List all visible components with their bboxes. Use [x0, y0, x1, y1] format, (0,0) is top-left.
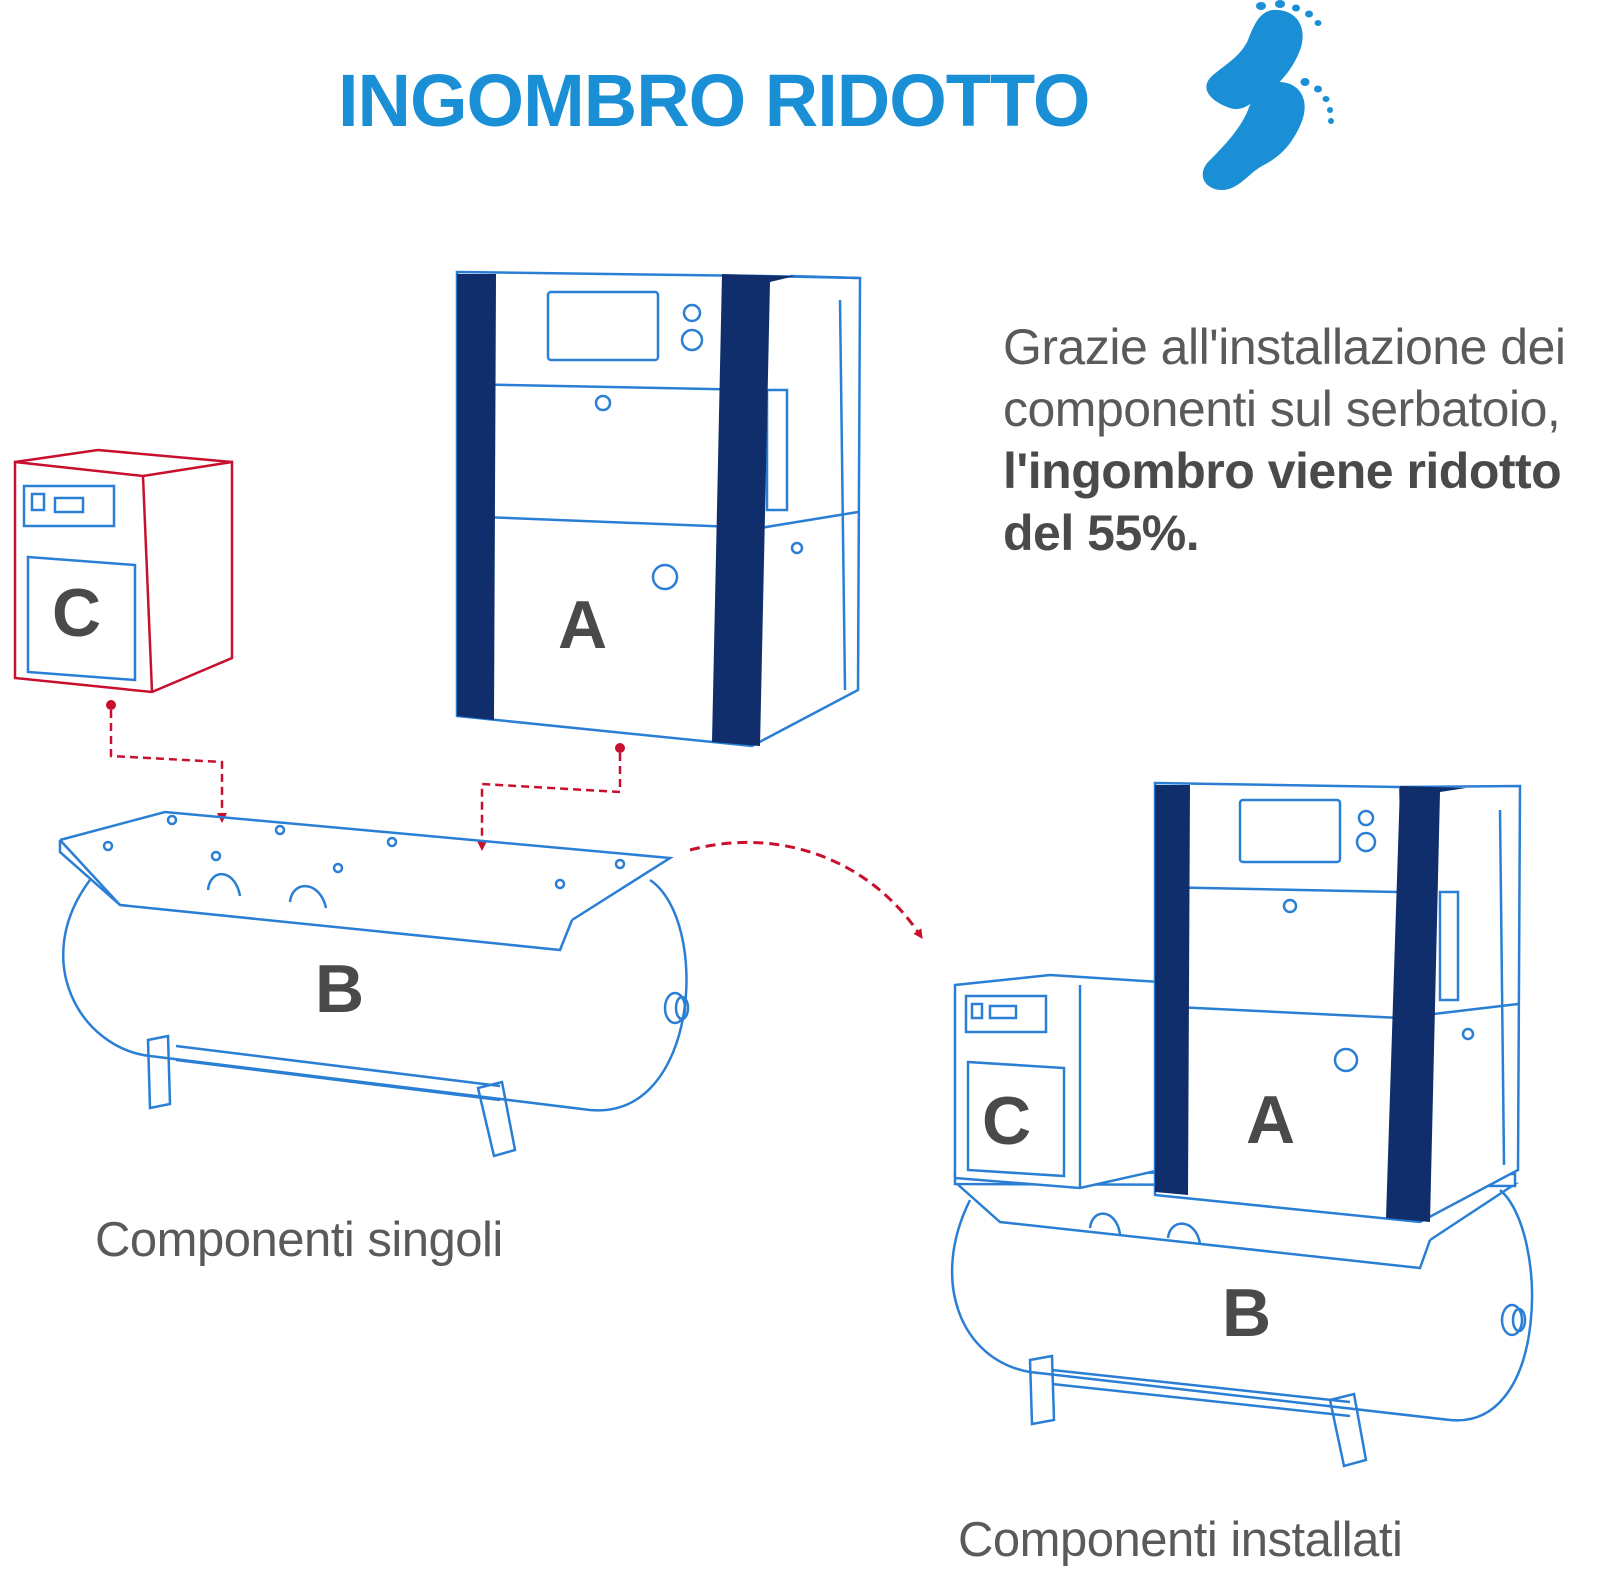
caption-installed-components: Componenti installati: [958, 1513, 1403, 1567]
component-a-installed-panels: [1155, 785, 1466, 1222]
component-a-installed: [1153, 781, 1522, 1224]
label-a-installed: A: [1246, 1082, 1295, 1158]
label-b-installed: B: [1222, 1275, 1271, 1351]
description-bold: l'ingombro viene ridotto del 55%.: [1003, 443, 1562, 561]
description-text: Grazie all'installazione dei componenti …: [1003, 316, 1600, 564]
label-a-single: A: [558, 587, 607, 663]
connector-a: [477, 743, 625, 851]
label-c-installed: C: [982, 1083, 1031, 1159]
transition-arrow: [689, 840, 923, 939]
label-b-single: B: [315, 951, 364, 1027]
component-c-single: [13, 448, 234, 694]
component-a-single: [455, 270, 862, 748]
description-normal: Grazie all'installazione dei componenti …: [1003, 319, 1566, 437]
connector-c: [106, 700, 227, 823]
page-title: INGOMBRO RIDOTTO: [338, 59, 1090, 142]
label-c-single: C: [52, 575, 101, 651]
footprint-icon: [1202, 0, 1334, 190]
component-b-single: [58, 810, 690, 1158]
caption-single-components: Componenti singoli: [95, 1213, 503, 1267]
component-a-single-panels: [457, 274, 795, 746]
